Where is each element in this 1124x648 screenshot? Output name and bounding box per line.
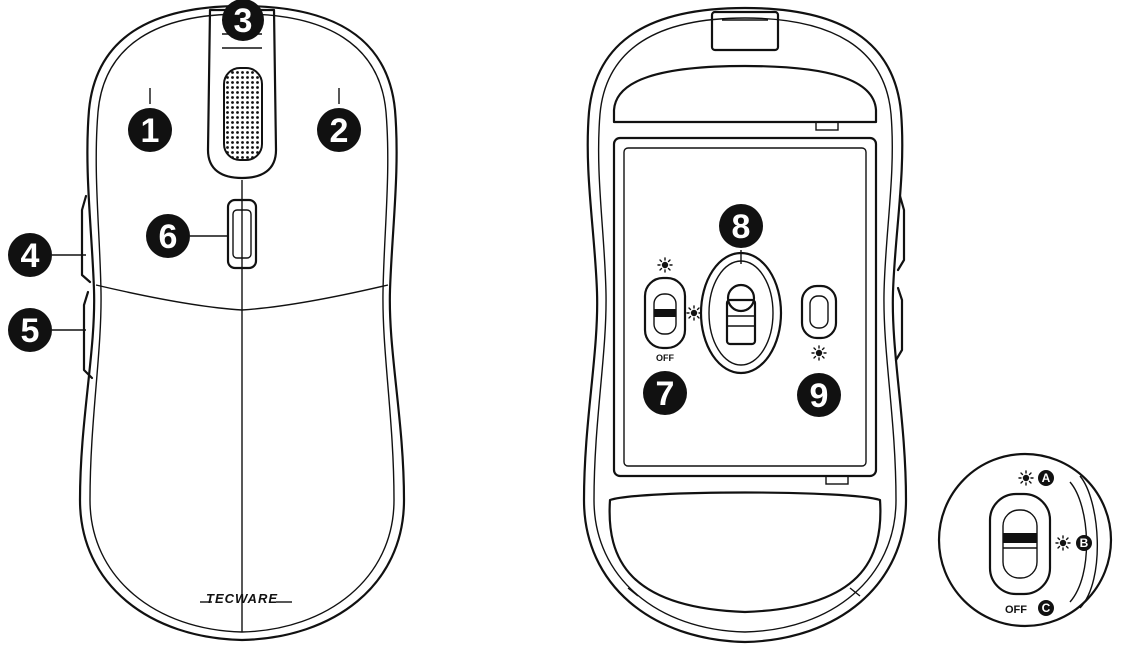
callout-4: 4 — [8, 233, 52, 277]
dpi-button — [226, 198, 258, 270]
sun-icon-small — [686, 305, 702, 321]
cable-tab — [710, 10, 780, 52]
off-label: OFF — [656, 353, 674, 363]
callout-1: 1 — [128, 108, 172, 152]
inset-mode-switch — [988, 492, 1052, 596]
inset-letter-b: B — [1076, 535, 1092, 551]
top-glide-pad — [612, 64, 878, 124]
svg-text:7: 7 — [656, 375, 675, 413]
sun-icon-dim — [811, 345, 827, 361]
svg-text:6: 6 — [159, 218, 178, 256]
mode-switch — [643, 276, 687, 350]
mouse-top-shell — [78, 4, 406, 642]
bottom-plate — [612, 136, 878, 478]
svg-text:5: 5 — [21, 312, 40, 350]
sun-icon-large — [657, 257, 673, 273]
callout-5: 5 — [8, 308, 52, 352]
svg-text:2: 2 — [330, 112, 349, 150]
inset-off-label: OFF — [1005, 604, 1027, 616]
callout-8: 8 — [719, 204, 763, 248]
inset-sun-icon-a — [1018, 470, 1034, 486]
side-button-back — [82, 290, 94, 380]
svg-text:3: 3 — [234, 2, 253, 40]
svg-text:A: A — [1042, 471, 1051, 485]
switch-inset: OFF A B C — [937, 452, 1113, 628]
svg-text:9: 9 — [810, 377, 829, 415]
inset-sun-icon-b — [1055, 535, 1071, 551]
inset-letter-a: A — [1038, 470, 1054, 486]
callout-3: 3 — [222, 0, 264, 41]
bottom-glide-pad — [608, 491, 882, 614]
callout-6: 6 — [146, 214, 190, 258]
scroll-wheel-slot — [206, 8, 278, 180]
scroll-wheel — [223, 67, 263, 161]
mouse-bottom-shell — [582, 6, 908, 644]
sensor-lens — [725, 298, 757, 346]
svg-text:8: 8 — [732, 208, 751, 246]
callout-9: 9 — [797, 373, 841, 417]
inset-letter-c: C — [1038, 600, 1054, 616]
bottom-button — [800, 284, 838, 340]
mouse-bottom-view: OFF — [582, 6, 908, 644]
sensor-housing — [699, 251, 783, 375]
brand-logo: TECWARE — [206, 591, 278, 606]
svg-text:C: C — [1042, 601, 1051, 615]
mouse-top-view: TECWARE — [52, 4, 406, 642]
callout-7: 7 — [643, 371, 687, 415]
svg-text:4: 4 — [21, 237, 40, 275]
svg-text:1: 1 — [141, 112, 160, 150]
svg-text:B: B — [1080, 536, 1089, 550]
side-button-forward — [80, 194, 92, 284]
callout-2: 2 — [317, 108, 361, 152]
